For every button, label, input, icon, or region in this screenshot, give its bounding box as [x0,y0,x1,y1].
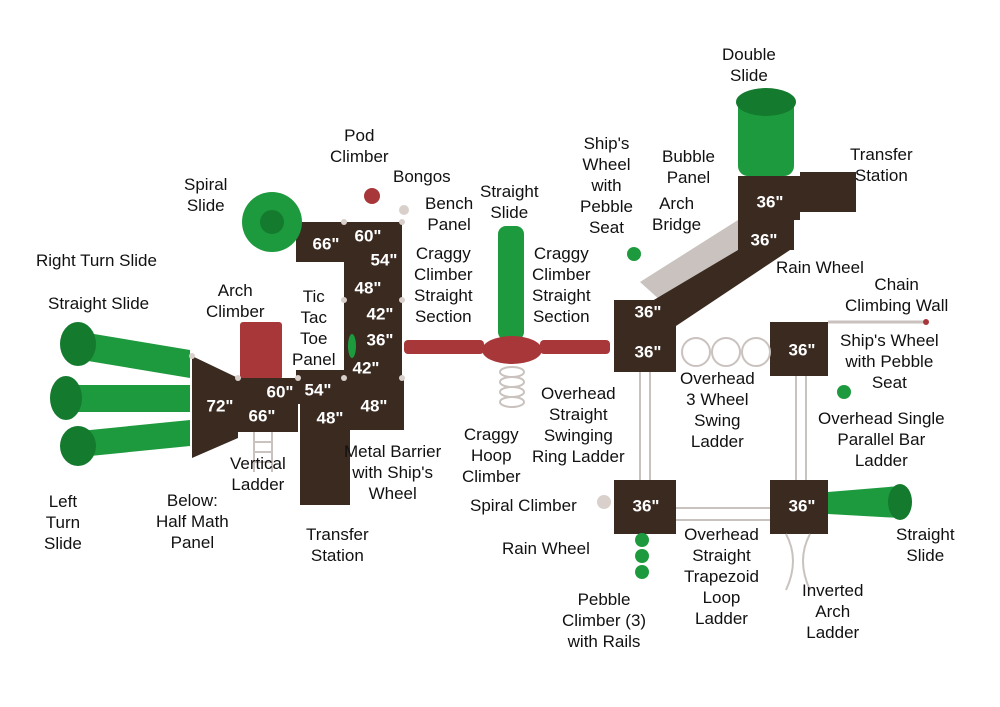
left-turn-slide-shape [60,420,190,466]
deck-48-lower [300,400,350,430]
right-turn-slide-shape [50,376,190,420]
deck-36-top [738,176,800,220]
deck-label-13: 48" [361,397,388,416]
transfer-station-top-shape [800,172,856,212]
label-rain-wheel-bottom: Rain Wheel [502,539,590,558]
deck-label-6: 36" [367,331,394,350]
deck-66-lower [238,400,298,432]
straight-slide-right-shape [828,486,900,518]
deck-36-c [770,322,828,376]
craggy-right-shape [540,340,610,354]
deck-label-15: 36" [751,231,778,250]
deck-54-lower [296,370,344,404]
inverted-arch-ladder-shape [785,533,811,591]
arch-climber-shape [240,322,282,380]
deck-label-17: 36" [635,343,662,362]
craggy-hoop-shape [482,336,542,364]
deck-36-b [614,340,676,372]
ships-wheel-marker [348,334,356,358]
deck-label-18: 36" [789,341,816,360]
deck-36-stair [738,220,794,250]
deck-36-e [770,480,828,534]
deck-label-3: 54" [371,251,398,270]
deck-66-upper [296,222,346,262]
pebble-seat-top [627,247,641,261]
bongos-shape [399,205,409,215]
label-straight-slide-left: Straight Slide [48,294,150,313]
deck-label-16: 36" [635,303,662,322]
wheel-swing-shape [681,337,771,367]
deck-label-4: 48" [355,279,382,298]
arch-bridge-shape [640,220,738,300]
deck-72 [192,356,238,458]
vertical-ladder-shape [253,432,273,472]
pebble-climber-shape [635,533,649,579]
deck-label-5: 42" [367,305,394,324]
spiral-climber-shape [597,495,611,509]
label-rain-wheel-top: Rain Wheel [776,258,864,277]
deck-label-14: 36" [757,193,784,212]
deck-48-right [344,380,404,430]
deck-label-11: 66" [249,407,276,426]
straight-slide-left-shape [60,322,190,378]
deck-label-12: 48" [317,409,344,428]
deck-label-2: 60" [355,227,382,246]
label-spiral-climber: Spiral Climber [470,496,577,515]
transfer-station-bottom-shape [300,430,350,505]
deck-36-a [614,300,676,344]
deck-label-10: 54" [305,381,332,400]
pod-climber-shape [364,188,380,204]
straight-slide-center-shape [498,226,524,340]
deck-label-20: 36" [789,497,816,516]
craggy-left-shape [404,340,484,354]
label-right-turn-slide: Right Turn Slide [36,251,157,270]
pebble-seat-right [837,385,851,399]
craggy-hoop-rings [499,366,525,408]
deck-label-9: 60" [267,383,294,402]
deck-36-d [614,480,676,534]
deck-label-19: 36" [633,497,660,516]
label-bongos: Bongos [393,167,451,186]
deck-label-1: 66" [313,235,340,254]
deck-label-8: 72" [207,397,234,416]
deck-label-7: 42" [353,359,380,378]
